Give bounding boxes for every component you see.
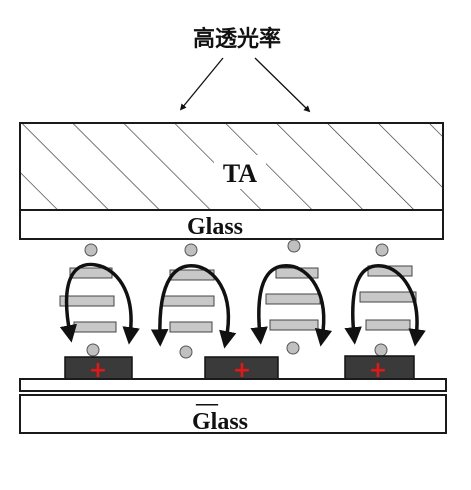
title-label: 高透光率 [193, 26, 281, 52]
bottom-substrate: — Glass [19, 378, 447, 435]
top-glass: Glass [19, 209, 444, 240]
particle [287, 239, 301, 253]
electrodes: + + + [64, 355, 415, 383]
common-electrode-layer [19, 378, 447, 392]
title-pointer-left [179, 57, 224, 111]
lc-molecule [169, 321, 213, 333]
title-pointer-right [254, 57, 311, 113]
field-arrow [250, 264, 333, 347]
bottom-glass [19, 394, 447, 434]
lc-molecule [269, 319, 319, 331]
lc-molecule [59, 295, 115, 307]
lc-region [59, 239, 426, 359]
field-arrow [59, 262, 140, 345]
field-arrow [150, 264, 237, 349]
particle [286, 341, 300, 355]
particle [84, 243, 98, 257]
field-arrow [344, 264, 426, 347]
particle [184, 243, 198, 257]
electrode-plus: + [89, 358, 107, 383]
lc-molecule [359, 291, 417, 303]
ta-label: TA [223, 159, 257, 188]
glass-top-label: Glass [187, 214, 243, 240]
glass-bottom-label: Glass [192, 409, 248, 435]
minus-sign: — [195, 390, 219, 415]
lc-molecule [265, 293, 321, 305]
particle [179, 345, 193, 359]
ta-layer: TA [19, 122, 444, 211]
lc-molecule [73, 321, 117, 333]
electrode-plus: + [369, 358, 387, 383]
particle [374, 343, 388, 357]
electrode-plus: + [233, 358, 251, 383]
particle [86, 343, 100, 357]
particle [375, 243, 389, 257]
lc-molecule [161, 295, 215, 307]
lc-molecule [367, 265, 413, 277]
lc-molecule [365, 319, 411, 331]
